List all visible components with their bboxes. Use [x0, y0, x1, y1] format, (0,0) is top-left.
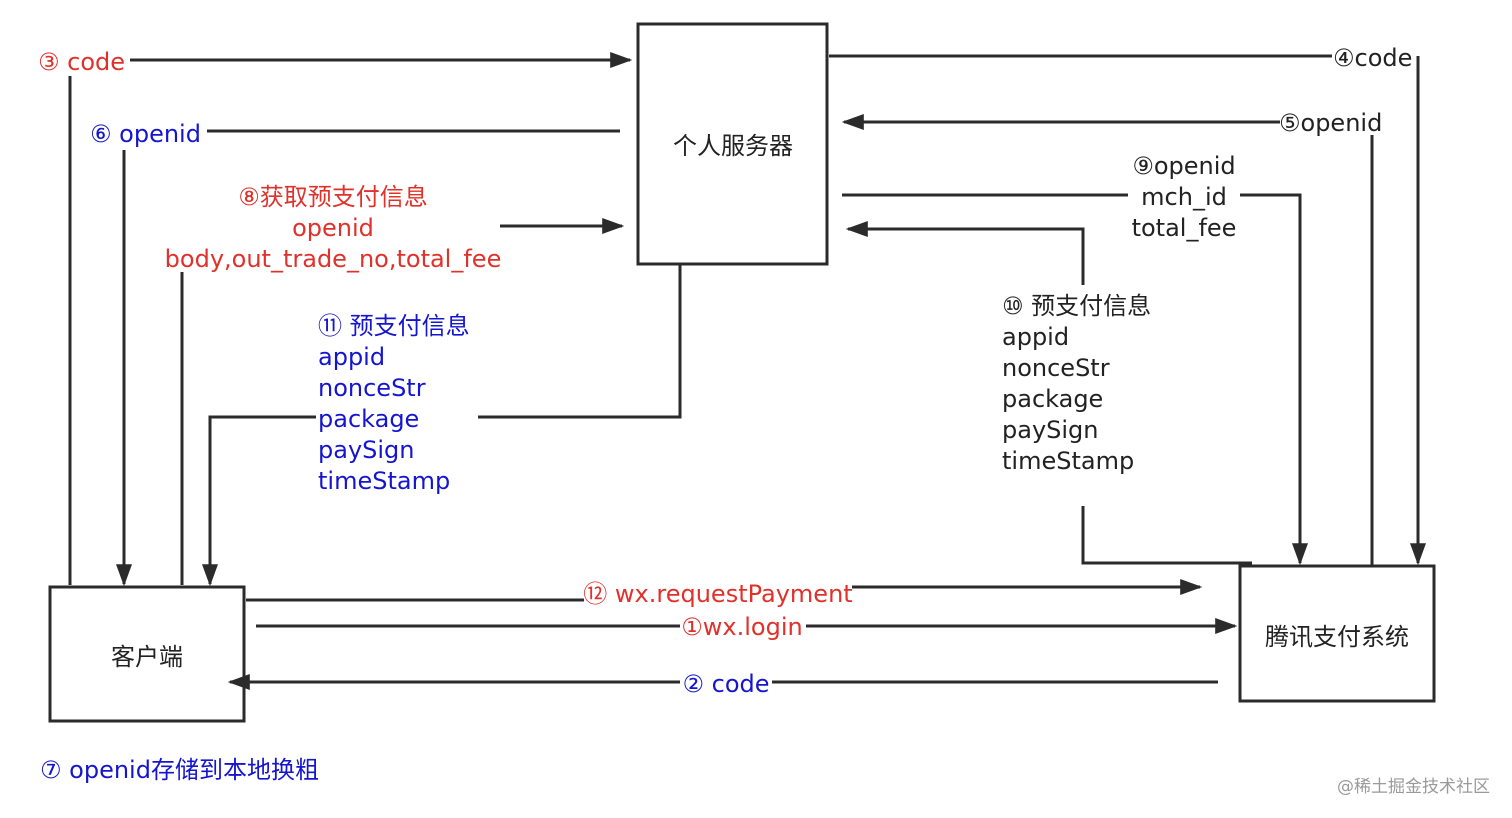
label-step3-code: ③ code [38, 48, 125, 76]
label-step11-line: nonceStr [318, 374, 426, 402]
label-step8-line: body,out_trade_no,total_fee [165, 245, 502, 273]
arrow-step6-openid [124, 129, 620, 584]
label-step11-prepay-info: ⑪ 预支付信息 appid nonceStr package paySign t… [318, 312, 470, 495]
arrow-step3-code [68, 60, 630, 585]
label-step9-unified-order: ⑨openid mch_id total_fee [1132, 152, 1237, 242]
arrow-step12-request-payment [246, 587, 1200, 600]
arrow-step8-prepay-request [180, 226, 622, 585]
server-box-label: 个人服务器 [673, 132, 793, 160]
server-box: 个人服务器 [636, 22, 829, 266]
label-step10-line: appid [1002, 323, 1069, 351]
label-step1-wx-login: ①wx.login [681, 613, 802, 641]
arrow-step9-unified-order [842, 193, 1300, 563]
label-step10-prepay-info: ⑩ 预支付信息 appid nonceStr package paySign t… [1002, 292, 1151, 475]
label-step11-line: ⑪ 预支付信息 [318, 312, 470, 340]
label-step6-openid: ⑥ openid [90, 120, 201, 148]
tencent-box-label: 腾讯支付系统 [1265, 623, 1409, 651]
watermark: @稀土掘金技术社区 [1337, 777, 1490, 797]
label-step12-request-payment: ⑫ wx.requestPayment [583, 580, 852, 608]
arrow-step4-code [829, 54, 1418, 563]
label-step11-line: timeStamp [318, 467, 450, 495]
label-step2-code: ② code [682, 670, 769, 698]
label-step10-line: nonceStr [1002, 354, 1110, 382]
label-step4-code: ④code [1333, 44, 1412, 72]
label-step10-line: ⑩ 预支付信息 [1002, 292, 1151, 320]
arrow-step10-prepay-info [848, 229, 1252, 565]
label-step11-line: paySign [318, 436, 415, 464]
client-box: 客户端 [48, 585, 246, 723]
label-step8-prepay-request: ⑧获取预支付信息 openid body,out_trade_no,total_… [165, 183, 502, 273]
label-step9-line: total_fee [1132, 214, 1237, 242]
label-step8-line: ⑧获取预支付信息 [238, 183, 428, 211]
label-step10-line: timeStamp [1002, 447, 1134, 475]
label-step10-line: paySign [1002, 416, 1099, 444]
label-step11-line: package [318, 405, 419, 433]
label-step10-line: package [1002, 385, 1103, 413]
label-step11-line: appid [318, 343, 385, 371]
arrow-step5-openid [844, 122, 1374, 565]
label-step9-line: mch_id [1141, 183, 1227, 211]
label-step7-store-openid: ⑦ openid存储到本地换粗 [40, 756, 319, 784]
client-box-label: 客户端 [111, 643, 183, 671]
label-step8-line: openid [292, 214, 374, 242]
label-step5-openid: ⑤openid [1279, 109, 1382, 137]
arrow-step11-prepay-info [210, 265, 682, 584]
label-step9-line: ⑨openid [1132, 152, 1235, 180]
tencent-box: 腾讯支付系统 [1238, 564, 1436, 703]
